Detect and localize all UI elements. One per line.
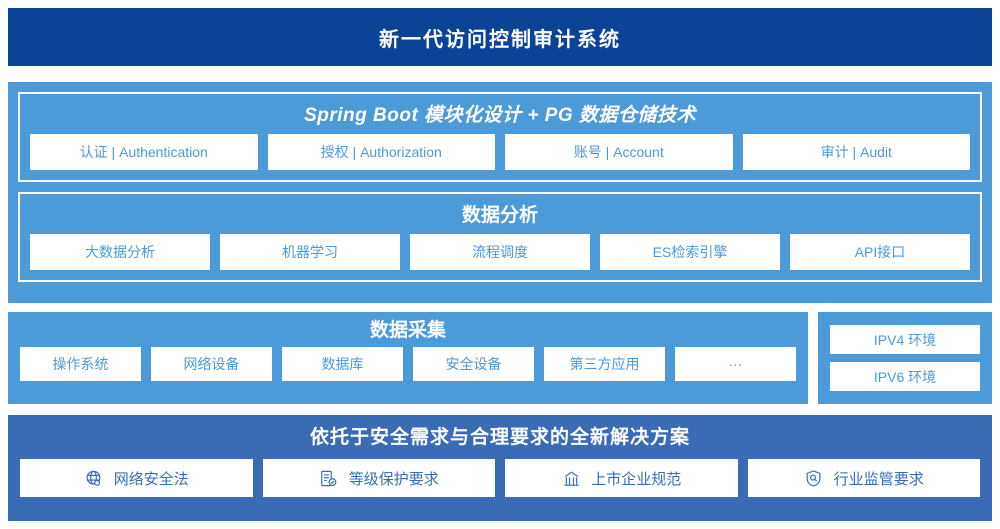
chip-operating-system[interactable]: 操作系统: [20, 347, 141, 381]
chip-label: 上市企业规范: [591, 470, 682, 488]
chip-label: 操作系统: [52, 356, 109, 372]
chip-label: 等级保护要求: [348, 470, 439, 488]
collection-row: 数据采集 操作系统 网络设备 数据库 安全设备 第三方应用 ···: [8, 312, 992, 404]
chip-big-data-analysis[interactable]: 大数据分析: [30, 234, 210, 270]
panel-data-analysis: 数据分析 大数据分析 机器学习 流程调度 ES检索引擎 API接口: [18, 192, 982, 282]
chip-process-scheduling[interactable]: 流程调度: [410, 234, 590, 270]
panel-spring-boot-items: 认证 | Authentication 授权 | Authorization 账…: [30, 134, 970, 170]
chip-label: 行业监管要求: [833, 470, 924, 488]
chip-label: 机器学习: [282, 244, 338, 260]
panel-spring-boot-title: Spring Boot 模块化设计 + PG 数据仓储技术: [304, 105, 696, 126]
chip-label: 审计 | Audit: [820, 144, 892, 160]
chip-api-interface[interactable]: API接口: [790, 234, 970, 270]
compliance-section: 依托于安全需求与合理要求的全新解决方案 网络安全法: [8, 415, 992, 521]
chip-authentication[interactable]: 认证 | Authentication: [30, 134, 258, 170]
chip-security-device[interactable]: 安全设备: [413, 347, 534, 381]
chip-label: 第三方应用: [569, 356, 640, 372]
environment-section: IPV4 环境 IPV6 环境: [818, 312, 992, 404]
header-bar: 新一代访问控制审计系统: [8, 8, 992, 66]
bank-building-icon: [561, 468, 581, 488]
chip-ipv6-environment[interactable]: IPV6 环境: [830, 362, 980, 391]
chip-authorization[interactable]: 授权 | Authorization: [267, 134, 495, 170]
chip-label: 网络设备: [183, 356, 240, 372]
chip-label: 账号 | Account: [573, 144, 664, 160]
chip-label: 安全设备: [445, 356, 502, 372]
panel-spring-boot: Spring Boot 模块化设计 + PG 数据仓储技术 认证 | Authe…: [18, 92, 982, 182]
platform-section: Spring Boot 模块化设计 + PG 数据仓储技术 认证 | Authe…: [8, 82, 992, 303]
chip-label: ES检索引擎: [652, 244, 728, 260]
chip-third-party-app[interactable]: 第三方应用: [544, 347, 665, 381]
chip-label: IPV6 环境: [873, 368, 937, 385]
chip-label: 网络安全法: [113, 470, 189, 488]
shield-search-icon: [804, 468, 824, 488]
chip-machine-learning[interactable]: 机器学习: [220, 234, 400, 270]
chip-label: 流程调度: [472, 244, 528, 260]
chip-label: 认证 | Authentication: [79, 144, 208, 160]
chip-es-search-engine[interactable]: ES检索引擎: [600, 234, 780, 270]
data-collection-items: 操作系统 网络设备 数据库 安全设备 第三方应用 ···: [20, 347, 796, 381]
data-collection-section: 数据采集 操作系统 网络设备 数据库 安全设备 第三方应用 ···: [8, 312, 808, 404]
chip-label: 大数据分析: [85, 244, 155, 260]
chip-account[interactable]: 账号 | Account: [505, 134, 733, 170]
chip-more[interactable]: ···: [675, 347, 796, 381]
chip-label: ···: [728, 356, 743, 372]
data-collection-title: 数据采集: [369, 320, 446, 341]
chip-label: API接口: [854, 244, 906, 260]
chip-database[interactable]: 数据库: [282, 347, 403, 381]
compliance-items: 网络安全法 等级保护要求: [20, 459, 980, 497]
chip-audit[interactable]: 审计 | Audit: [742, 134, 970, 170]
document-check-icon: [319, 468, 339, 488]
page-title: 新一代访问控制审计系统: [379, 28, 621, 51]
chip-cybersecurity-law[interactable]: 网络安全法: [20, 459, 253, 497]
chip-ipv4-environment[interactable]: IPV4 环境: [830, 325, 980, 354]
chip-classified-protection[interactable]: 等级保护要求: [262, 459, 495, 497]
panel-data-analysis-items: 大数据分析 机器学习 流程调度 ES检索引擎 API接口: [30, 234, 970, 270]
chip-industry-regulation[interactable]: 行业监管要求: [747, 459, 980, 497]
compliance-title: 依托于安全需求与合理要求的全新解决方案: [309, 427, 690, 448]
chip-listed-company-standard[interactable]: 上市企业规范: [505, 459, 738, 497]
chip-label: 授权 | Authorization: [320, 144, 442, 160]
chip-label: IPV4 环境: [873, 331, 937, 348]
panel-data-analysis-title: 数据分析: [461, 205, 538, 226]
chip-label: 数据库: [321, 356, 364, 372]
chip-network-device[interactable]: 网络设备: [151, 347, 272, 381]
globe-icon: [84, 468, 104, 488]
